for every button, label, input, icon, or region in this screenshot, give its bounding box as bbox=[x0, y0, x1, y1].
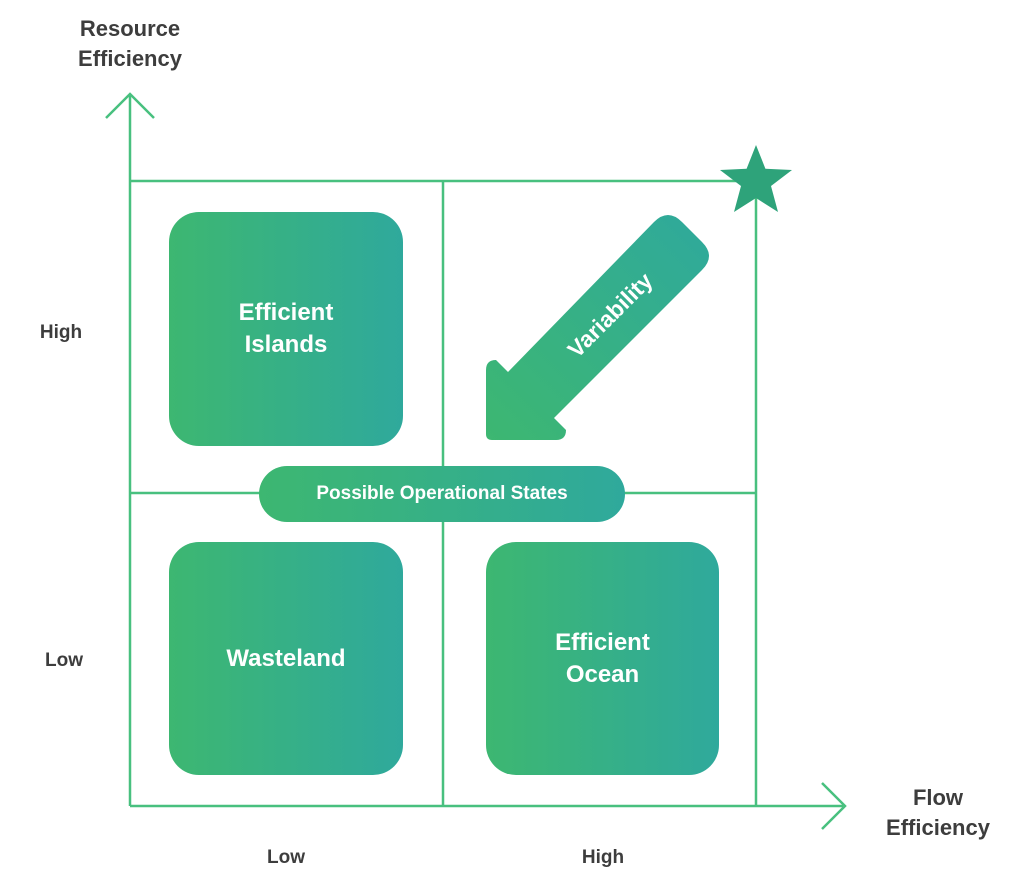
x-tick-high: High bbox=[581, 847, 625, 868]
quadrant-efficient-islands: Efficient Islands bbox=[169, 212, 403, 446]
y-axis-title-line1: Resource bbox=[79, 16, 181, 41]
y-axis-title-line2: Efficiency bbox=[78, 46, 182, 71]
y-tick-high: High bbox=[39, 322, 83, 343]
x-axis-title-line2: Efficiency bbox=[886, 815, 990, 840]
y-axis-title: Resource Efficiency bbox=[52, 14, 208, 74]
y-axis-arrowhead bbox=[105, 92, 155, 119]
y-tick-low: Low bbox=[45, 650, 83, 671]
x-axis-title-line1: Flow bbox=[912, 785, 964, 810]
quadrant-label: Efficient Islands bbox=[238, 299, 334, 358]
x-axis-title: Flow Efficiency bbox=[862, 783, 1014, 843]
star-icon bbox=[720, 145, 792, 212]
variability-arrow-icon bbox=[486, 215, 709, 440]
quadrant-efficient-ocean: Efficient Ocean bbox=[486, 542, 719, 775]
pill-label: Possible Operational States bbox=[316, 483, 568, 504]
quadrant-wasteland: Wasteland bbox=[169, 542, 403, 775]
quadrant-label: Efficient Ocean bbox=[555, 628, 650, 688]
possible-operational-states-pill: Possible Operational States bbox=[259, 466, 625, 522]
x-tick-low: Low bbox=[267, 847, 305, 868]
quadrant-label: Wasteland bbox=[226, 644, 346, 672]
x-axis-arrowhead bbox=[821, 782, 847, 830]
